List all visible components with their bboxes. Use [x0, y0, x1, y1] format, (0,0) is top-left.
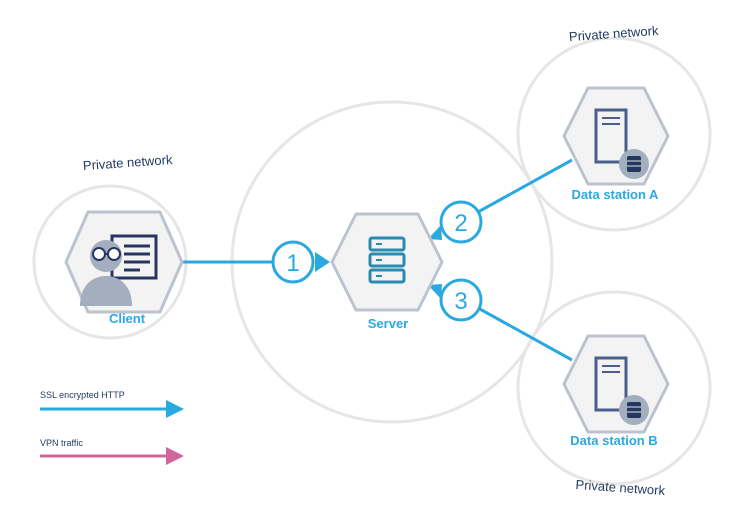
client-network-label: Private network	[82, 152, 173, 173]
step-3-number: 3	[454, 288, 467, 315]
station-a-label: Data station A	[572, 187, 660, 202]
user-avatar-icon	[80, 240, 132, 306]
server-stack-icon	[368, 236, 406, 284]
legend-vpn-label: VPN traffic	[40, 438, 83, 448]
step-2-number: 2	[454, 210, 467, 237]
station-b-network-label: Private network	[575, 477, 666, 498]
step-1-number: 1	[286, 250, 299, 277]
database-icon	[619, 149, 649, 179]
document-icon	[110, 234, 158, 280]
client-label: Client	[109, 311, 146, 326]
client-node[interactable]	[64, 210, 184, 314]
database-icon	[619, 395, 649, 425]
server-label: Server	[368, 316, 408, 331]
station-b-label: Data station B	[570, 433, 657, 448]
step-2-badge: 2	[439, 200, 483, 244]
station-b-network-ring	[516, 290, 712, 486]
legend-ssl-label: SSL encrypted HTTP	[40, 390, 125, 400]
server-station-a-connection	[477, 158, 573, 214]
arrowhead-station-a-to-server	[428, 225, 442, 240]
station-a-network-label: Private network	[568, 23, 659, 44]
data-station-b-node[interactable]	[562, 334, 670, 434]
data-station-a-node[interactable]	[562, 86, 670, 186]
legend-vpn-arrowhead	[166, 447, 184, 465]
arrowhead-client-to-server	[315, 252, 330, 272]
server-tower-icon	[594, 356, 628, 412]
legend-ssl-arrowhead	[166, 400, 184, 418]
server-tower-icon	[594, 108, 628, 164]
server-station-b-connection	[477, 306, 573, 362]
step-3-badge: 3	[439, 278, 483, 322]
step-1-badge: 1	[271, 240, 315, 284]
arrowhead-station-b-to-server	[428, 284, 442, 299]
station-a-network-ring	[516, 36, 712, 232]
server-node[interactable]	[330, 212, 444, 312]
legend: SSL encrypted HTTP VPN traffic	[40, 390, 184, 465]
